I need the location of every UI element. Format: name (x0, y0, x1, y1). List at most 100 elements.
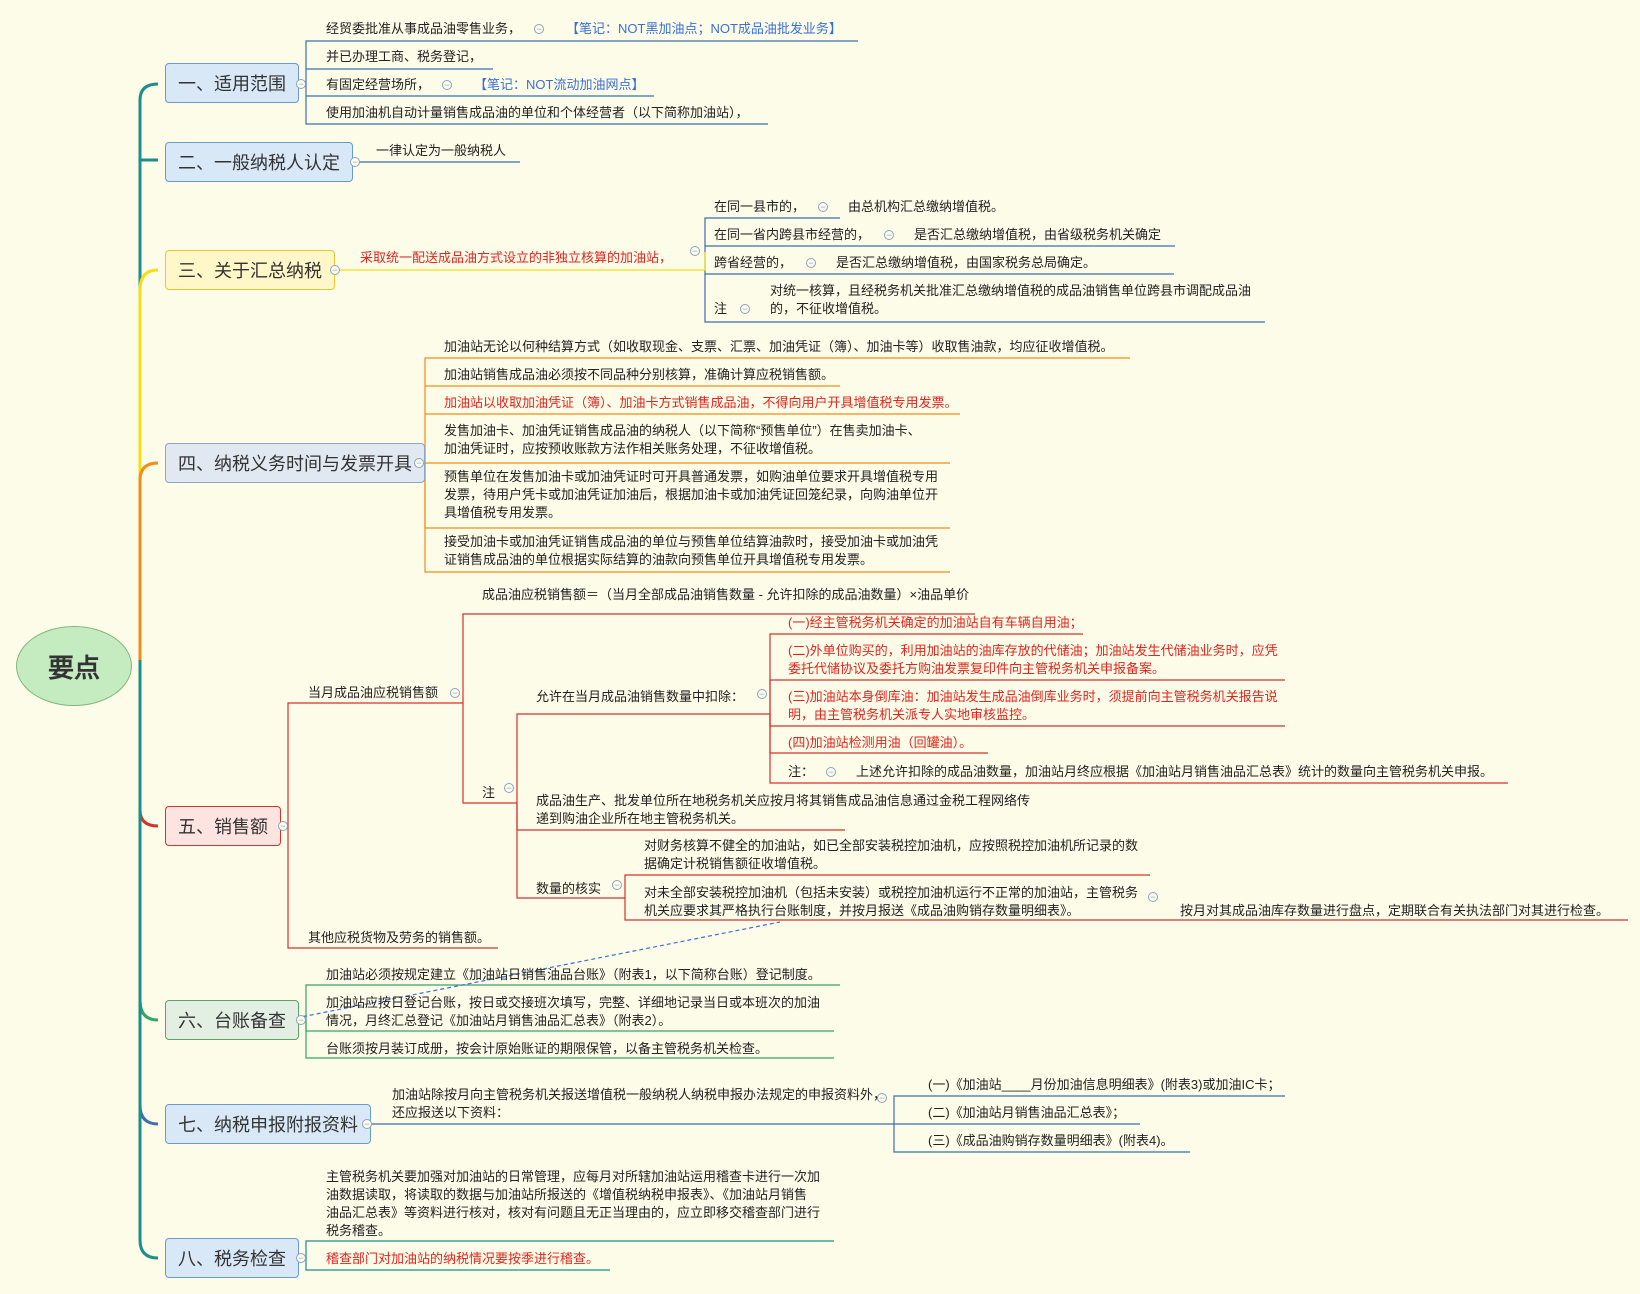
s4-item-c: 加油站以收取加油凭证（簿）、加油卡方式销售成品油，不得向用户开具增值税专用发票。 (444, 395, 958, 410)
s3-item-b: 在同一省内跨县市经营的， (714, 227, 871, 242)
s3-item-a-result: 由总机构汇总缴纳增值税。 (848, 199, 1005, 214)
collapse-icon[interactable]: − (757, 689, 767, 699)
s5-deduct-2a: (二)外单位购买的，利用加油站的油库存放的代储油；加油站发生代储油业务时，应凭 (788, 643, 1278, 658)
s5-check-1a: 对财务核算不健全的加油站，如已全部安装税控加油机，应按照税控加油机所记录的数 (644, 838, 1139, 853)
trunk-yellow (138, 268, 159, 660)
s2-item-a: 一律认定为一般纳税人 (376, 143, 507, 158)
collapse-icon[interactable]: − (362, 1119, 372, 1129)
s3-item-d-result-2: 的，不征收增值税。 (770, 301, 888, 316)
s3-item-b-result: 是否汇总缴纳增值税，由省级税务机关确定 (914, 227, 1162, 242)
s1-note-c: 【笔记：NOT流动加油网点】 (474, 77, 645, 92)
trunk-green (138, 660, 159, 1022)
s7-item-b: (二)《加油站月销售油品汇总表》； (928, 1105, 1126, 1120)
root-node[interactable]: 要点 (16, 626, 132, 706)
s5-check-2a: 对未全部安装税控加油机（包括未安装）或税控加油机运行不正常的加油站，主管税务 (644, 885, 1139, 900)
branch-general-taxpayer[interactable]: 二、一般纳税人认定 (165, 142, 353, 182)
s8-item-a-1: 主管税务机关要加强对加油站的日常管理，应每月对所辖加油站运用稽查卡进行一次加 (326, 1169, 821, 1184)
s1-item-a: 经贸委批准从事成品油零售业务， (326, 21, 522, 36)
s5-allow-deduct: 允许在当月成品油销售数量中扣除： (536, 689, 745, 704)
s5-note-label: 注 (482, 785, 496, 800)
trunk-teal (138, 82, 159, 660)
collapse-icon[interactable]: − (534, 24, 544, 34)
collapse-icon[interactable]: − (330, 265, 340, 275)
collapse-icon[interactable]: − (884, 230, 894, 240)
s5-deduct-3b: 明，由主管税务机关派专人实地审核监控。 (788, 707, 1036, 722)
s3-item-c: 跨省经营的， (714, 255, 793, 270)
s5-monthly-sales: 当月成品油应税销售额 (308, 685, 439, 700)
collapse-icon[interactable]: − (818, 202, 828, 212)
s5-deduct-note: 注： (788, 764, 815, 779)
s4-item-b: 加油站销售成品油必须按不同品种分别核算，准确计算应税销售额。 (444, 367, 835, 382)
s4-item-d-1: 发售加油卡、加油凭证销售成品油的纳税人（以下简称“预售单位”）在售卖加油卡、 (444, 423, 921, 438)
collapse-icon[interactable]: − (350, 157, 360, 167)
s4-item-e-1: 预售单位在发售加油卡或加油凭证时可开具普通发票，如购油单位要求开具增值税专用 (444, 469, 939, 484)
s6-item-a: 加油站必须按规定建立《加油站日销售油品台账》（附表1，以下简称台账）登记制度。 (326, 967, 821, 982)
s1-item-b: 并已办理工商、税务登记， (326, 49, 483, 64)
collapse-icon[interactable]: − (442, 80, 452, 90)
trunk-teal-3 (138, 660, 159, 1260)
branch-ledger[interactable]: 六、台账备查 (165, 1000, 299, 1040)
s3-main: 采取统一配送成品油方式设立的非独立核算的加油站， (360, 250, 673, 265)
branch-sales-amount[interactable]: 五、销售额 (165, 806, 281, 846)
collapse-icon[interactable]: − (296, 1015, 306, 1025)
s3-item-c-result: 是否汇总缴纳增值税，由国家税务总局确定。 (836, 255, 1097, 270)
s7-item-c: (三)《成品油购销存数量明细表》(附表4)。 (928, 1133, 1174, 1148)
trunk-blue (138, 660, 159, 1126)
s6-item-b-2: 情况，月终汇总登记《加油站月销售油品汇总表》（附表2）。 (326, 1013, 672, 1028)
collapse-icon[interactable]: − (690, 246, 700, 256)
collapse-icon[interactable]: − (278, 821, 288, 831)
s7-main-1: 加油站除按月向主管税务机关报送增值税一般纳税人纳税申报办法规定的申报资料外， (392, 1087, 887, 1102)
s7-main-2: 还应报送以下资料： (392, 1105, 510, 1120)
collapse-icon[interactable]: − (1148, 892, 1158, 902)
collapse-icon[interactable]: − (414, 458, 424, 468)
collapse-icon[interactable]: − (877, 1093, 887, 1103)
collapse-icon[interactable]: − (296, 1253, 306, 1263)
trunk-red (138, 660, 159, 828)
s4-item-f-2: 证销售成品油的单位根据实际结算的油款向预售单位开具增值税专用发票。 (444, 552, 874, 567)
s4-item-d-2: 加油凭证时，应按预收账款方法作相关账务处理，不征收增值税。 (444, 441, 822, 456)
collapse-icon[interactable]: − (612, 880, 622, 890)
collapse-icon[interactable]: − (826, 767, 836, 777)
trunk-orange (138, 461, 159, 660)
collapse-icon[interactable]: − (740, 304, 750, 314)
s4-item-f-1: 接受加油卡或加油凭证销售成品油的单位与预售单位结算油款时，接受加油卡或加油凭 (444, 534, 939, 549)
s8-item-b: 稽查部门对加油站的纳税情况要按季进行稽查。 (326, 1251, 600, 1266)
s5-producer-2: 递到购油企业所在地主管税务机关。 (536, 811, 745, 826)
s7-item-a: (一)《加油站____月份加油信息明细表》(附表3)或加油IC卡； (928, 1077, 1281, 1092)
s5-check-1b: 据确定计税销售额征收增值税。 (644, 856, 827, 871)
s3-item-d: 注 (714, 301, 728, 316)
s4-item-a: 加油站无论以何种结算方式（如收取现金、支票、汇票、加油凭证（簿）、加油卡等）收取… (444, 339, 1114, 354)
branch-tax-obligation[interactable]: 四、纳税义务时间与发票开具 (165, 443, 425, 483)
s1-note-a: 【笔记：NOT黑加油点；NOT成品油批发业务】 (566, 21, 842, 36)
s5-check-2b: 机关应要求其严格执行台账制度，并按月报送《成品油购销存数量明细表》。 (644, 903, 1080, 918)
branch-scope[interactable]: 一、适用范围 (165, 63, 299, 103)
s5-check-2-result: 按月对其成品油库存数量进行盘点，定期联合有关执法部门对其进行检查。 (1180, 903, 1610, 918)
s3-item-a: 在同一县市的， (714, 199, 806, 214)
s3-item-d-result-1: 对统一核算，且经税务机关批准汇总缴纳增值税的成品油销售单位跨县市调配成品油 (770, 283, 1252, 298)
s5-deduct-1: (一)经主管税务机关确定的加油站自有车辆自用油； (788, 615, 1083, 630)
s8-item-a-4: 税务稽查。 (326, 1223, 392, 1238)
s6-item-b-1: 加油站应按日登记台账，按日或交接班次填写，完整、详细地记录当日或本班次的加油 (326, 995, 821, 1010)
collapse-icon[interactable]: − (296, 79, 306, 89)
s8-item-a-3: 油品汇总表》等资料进行核对，核对有问题且无正当理由的，应立即移交稽查部门进行 (326, 1205, 821, 1220)
s5-other-sales: 其他应税货物及劳务的销售额。 (308, 930, 491, 945)
s1-item-c: 有固定经营场所， (326, 77, 431, 92)
s5-deduct-4: (四)加油站检测用油（回罐油）。 (788, 735, 973, 750)
s6-item-c: 台账须按月装订成册，按会计原始账证的期限保管，以备主管税务机关检查。 (326, 1041, 769, 1056)
s5-deduct-3a: (三)加油站本身倒库油：加油站发生成品油倒库业务时，须提前向主管税务机关报告说 (788, 689, 1278, 704)
branch-consolidated-tax[interactable]: 三、关于汇总纳税 (165, 250, 335, 290)
s5-formula: 成品油应税销售额＝（当月全部成品油销售数量 - 允许扣除的成品油数量）×油品单价 (482, 587, 970, 602)
collapse-icon[interactable]: − (450, 688, 460, 698)
branch-tax-inspection[interactable]: 八、税务检查 (165, 1238, 299, 1278)
branch-filing-materials[interactable]: 七、纳税申报附报资料 (165, 1104, 371, 1144)
s8-item-a-2: 油数据读取，将读取的数据与加油站所报送的《增值税纳税申报表》、《加油站月销售 (326, 1187, 808, 1202)
collapse-icon[interactable]: − (504, 783, 514, 793)
s5-deduct-note-text: 上述允许扣除的成品油数量，加油站月终应根据《加油站月销售油品汇总表》统计的数量向… (856, 764, 1494, 779)
s1-item-d: 使用加油机自动计量销售成品油的单位和个体经营者（以下简称加油站）， (326, 105, 749, 120)
s5-deduct-2b: 委托代储协议及委托方购油发票复印件向主管税务机关申报备案。 (788, 661, 1166, 676)
collapse-icon[interactable]: − (806, 258, 816, 268)
s5-quantity-check: 数量的核实 (536, 881, 602, 896)
s4-item-e-3: 具增值税专用发票。 (444, 505, 562, 520)
s5-producer-1: 成品油生产、批发单位所在地税务机关应按月将其销售成品油信息通过金税工程网络传 (536, 793, 1031, 808)
